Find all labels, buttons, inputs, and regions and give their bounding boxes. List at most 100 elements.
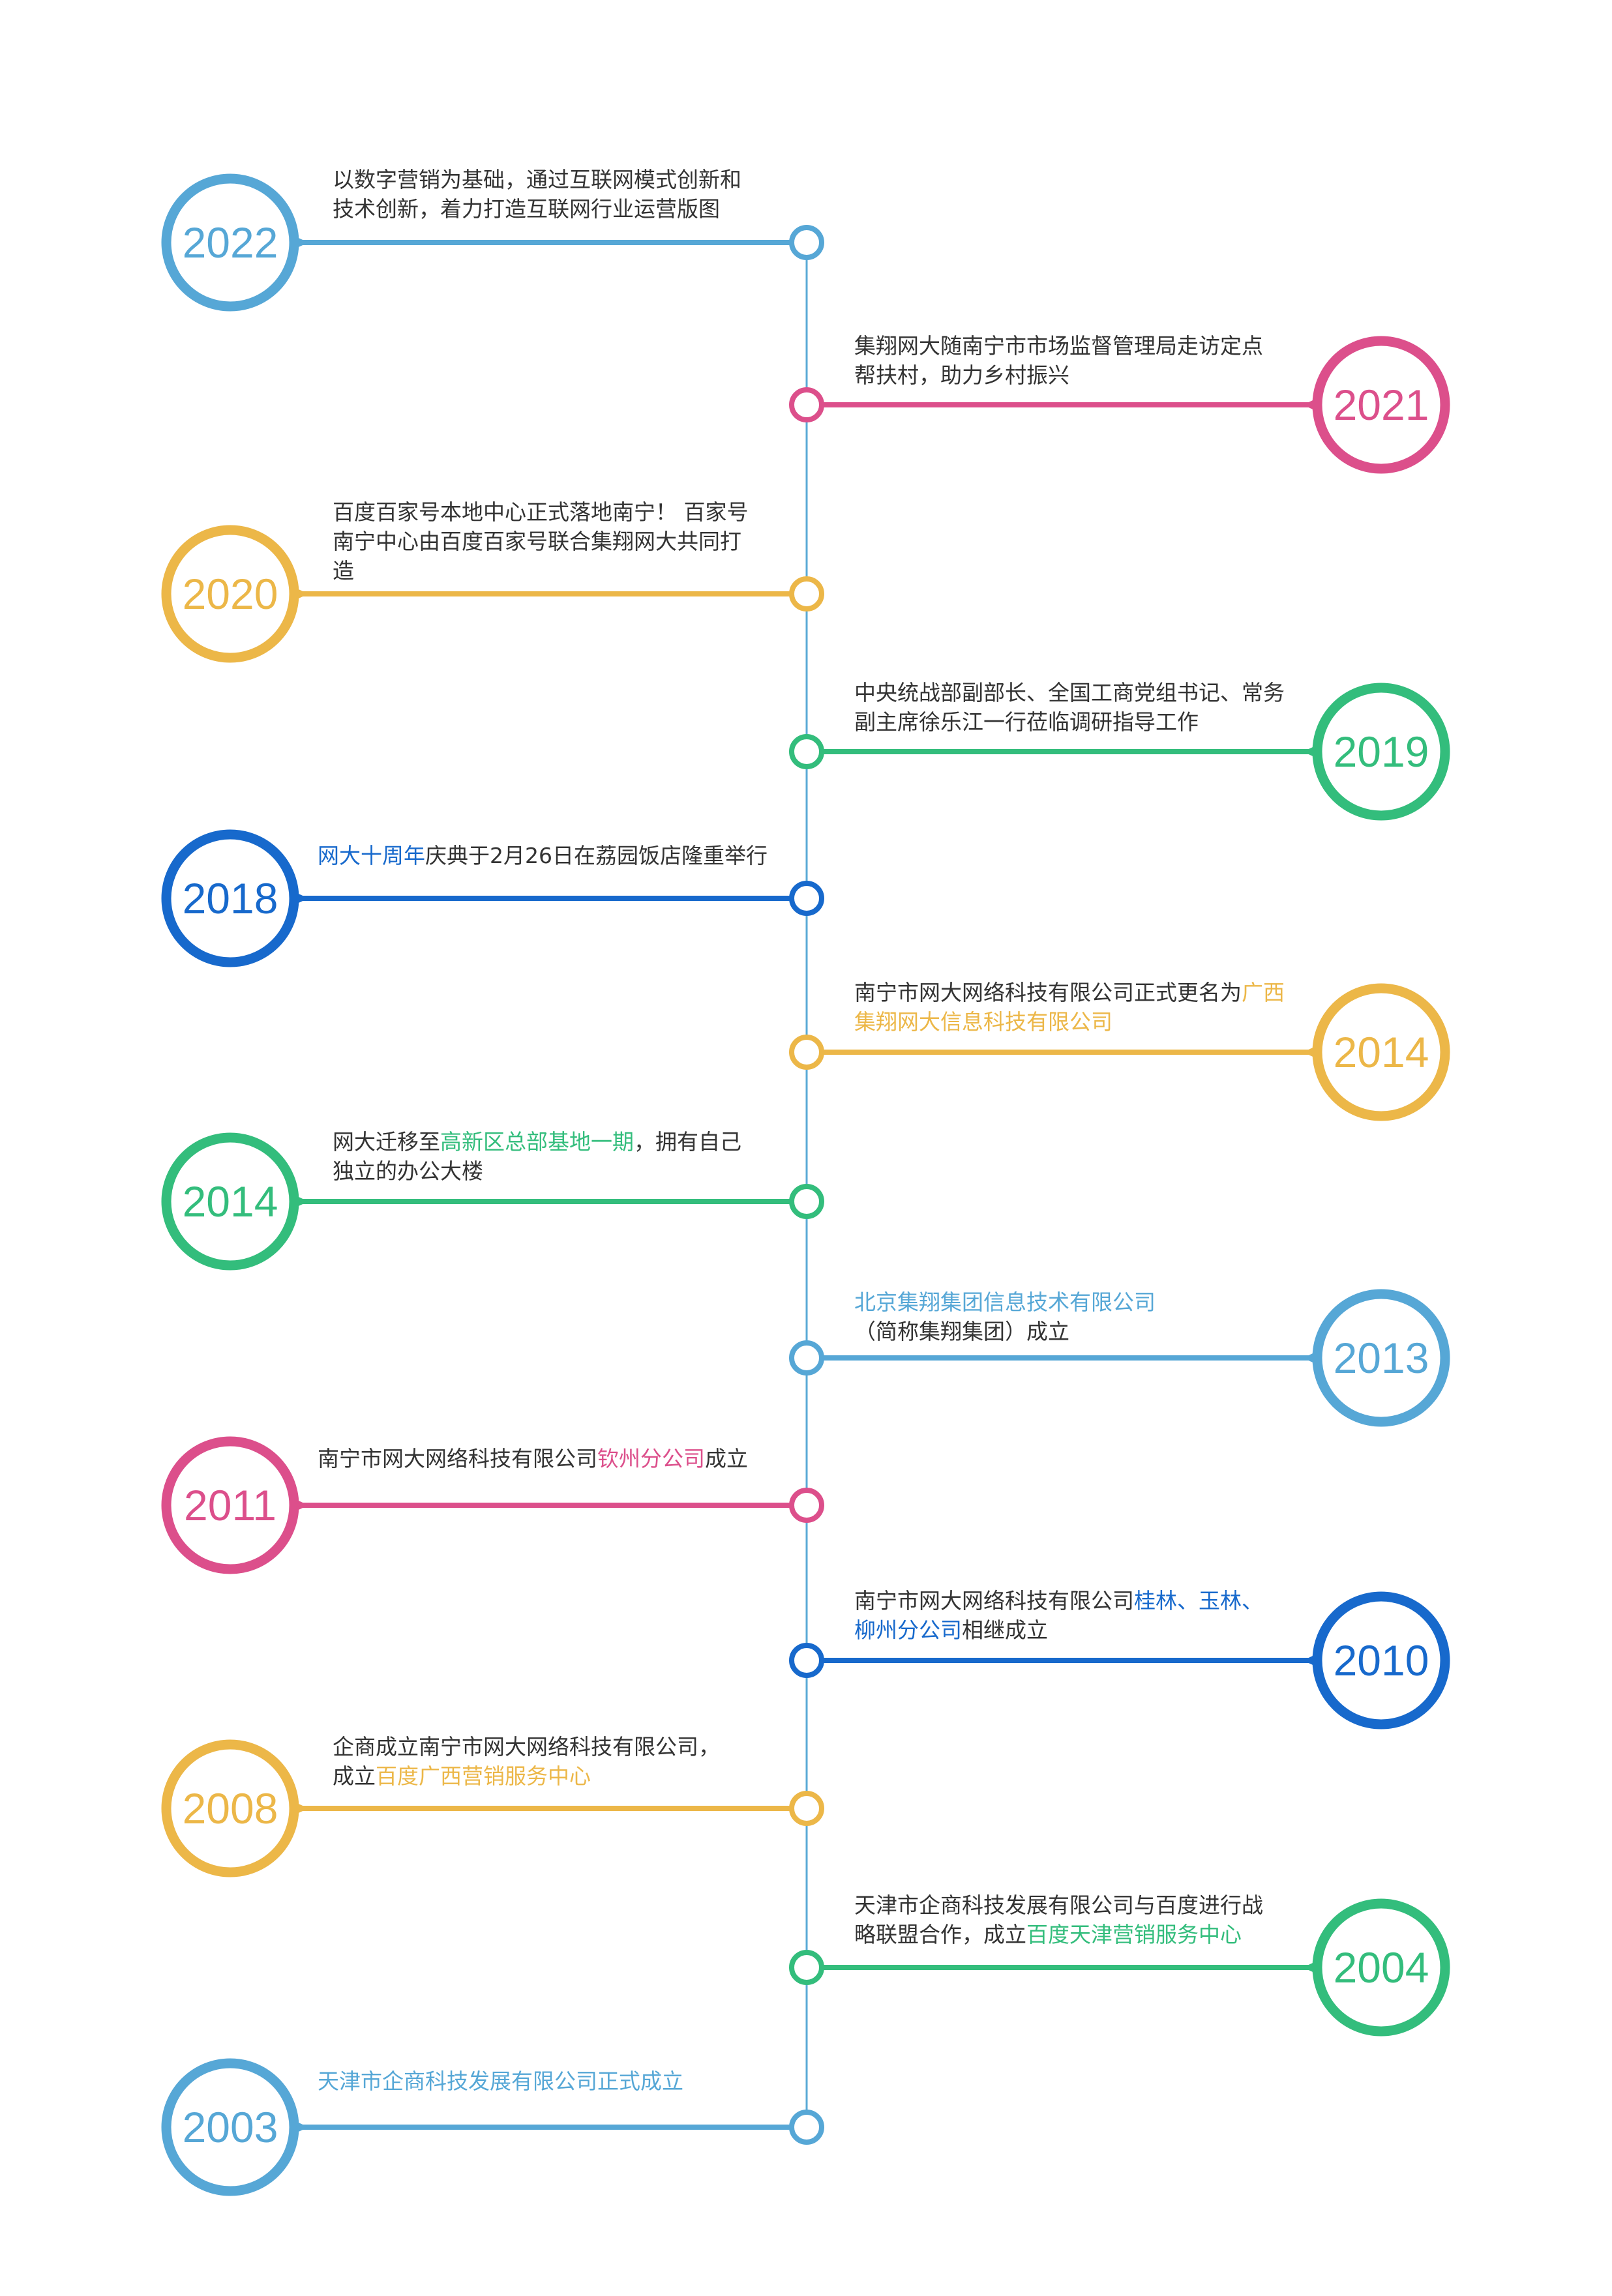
year-circle xyxy=(161,829,299,967)
description-text: 集翔网大随南宁市市场监督管理局走访定点 xyxy=(854,333,1263,359)
description-line: 天津市企商科技发展有限公司与百度进行战 xyxy=(854,1891,1263,1920)
timeline-event-2008-left: 2008 xyxy=(161,1739,824,1877)
highlighted-text: 天津市企商科技发展有限公司正式成立 xyxy=(318,2068,683,2094)
event-description-2021: 集翔网大随南宁市市场监督管理局走访定点帮扶村，助力乡村振兴 xyxy=(854,331,1263,390)
timeline-event-2022-left: 2022 xyxy=(161,173,824,312)
highlighted-text: 高新区总部基地一期 xyxy=(440,1129,634,1155)
description-text: 造 xyxy=(333,558,354,583)
description-text: 以数字营销为基础，通过互联网模式创新和 xyxy=(333,167,741,192)
timeline-events: 2022202120202019201820142014201320112010… xyxy=(161,173,1450,2196)
axis-node xyxy=(789,576,824,611)
year-label: 2019 xyxy=(1334,728,1429,776)
axis-node xyxy=(789,1791,824,1826)
axis-node xyxy=(789,2110,824,2145)
description-text: 南宁市网大网络科技有限公司正式更名为 xyxy=(854,980,1242,1005)
description-line: 网大迁移至高新区总部基地一期，拥有自己 xyxy=(333,1127,741,1156)
year-circle xyxy=(1312,336,1450,474)
description-line: 北京集翔集团信息技术有限公司 xyxy=(854,1288,1156,1317)
year-label: 2008 xyxy=(183,1784,278,1832)
description-line: 集翔网大随南宁市市场监督管理局走访定点 xyxy=(854,331,1263,361)
description-text: 天津市企商科技发展有限公司与百度进行战 xyxy=(854,1892,1263,1918)
description-text: 百度百家号本地中心正式落地南宁！ 百家号 xyxy=(333,499,749,525)
year-label: 2014 xyxy=(183,1177,278,1226)
year-circle xyxy=(161,1436,299,1574)
description-line: 天津市企商科技发展有限公司正式成立 xyxy=(318,2067,683,2096)
description-line: 南宁市网大网络科技有限公司桂林、玉林、 xyxy=(854,1586,1263,1615)
description-text: 企商成立南宁市网大网络科技有限公司， xyxy=(333,1734,720,1759)
description-text: （简称集翔集团）成立 xyxy=(854,1319,1069,1344)
year-circle xyxy=(1312,683,1450,821)
description-line: 集翔网大信息科技有限公司 xyxy=(854,1007,1285,1037)
event-description-2014: 南宁市网大网络科技有限公司正式更名为广西集翔网大信息科技有限公司 xyxy=(854,978,1285,1037)
timeline-event-2014-right: 2014 xyxy=(789,983,1450,1121)
description-text: 独立的办公大楼 xyxy=(333,1158,483,1184)
axis-node xyxy=(789,881,824,916)
timeline-event-2021-right: 2021 xyxy=(789,336,1450,474)
event-description-2019: 中央统战部副部长、全国工商党组书记、常务副主席徐乐江一行莅临调研指导工作 xyxy=(854,678,1285,737)
axis-node xyxy=(789,225,824,260)
year-circle xyxy=(161,173,299,312)
highlighted-text: 北京集翔集团信息技术有限公司 xyxy=(854,1289,1156,1315)
highlighted-text: 柳州分公司 xyxy=(854,1617,962,1643)
event-description-2008: 企商成立南宁市网大网络科技有限公司，成立百度广西营销服务中心 xyxy=(333,1732,720,1791)
axis-node xyxy=(789,734,824,769)
timeline-event-2019-right: 2019 xyxy=(789,683,1450,821)
event-description-2011: 南宁市网大网络科技有限公司钦州分公司成立 xyxy=(318,1444,748,1473)
description-line: 造 xyxy=(333,556,749,585)
year-label: 2020 xyxy=(183,570,278,618)
highlighted-text: 百度天津营销服务中心 xyxy=(1026,1922,1242,1947)
description-text: 中央统战部副部长、全国工商党组书记、常务 xyxy=(854,680,1285,705)
axis-node xyxy=(789,1488,824,1523)
year-label: 2018 xyxy=(183,874,278,922)
year-label: 2022 xyxy=(183,218,278,267)
description-line: 副主席徐乐江一行莅临调研指导工作 xyxy=(854,707,1285,737)
year-circle xyxy=(1312,1898,1450,2037)
event-description-2018: 网大十周年庆典于2月26日在荔园饭店隆重举行 xyxy=(318,841,768,870)
description-text: 庆典于2月26日在荔园饭店隆重举行 xyxy=(425,843,768,868)
timeline-event-2020-left: 2020 xyxy=(161,525,824,663)
event-description-2013: 北京集翔集团信息技术有限公司 （简称集翔集团）成立 xyxy=(854,1288,1156,1346)
description-line: 南宁市网大网络科技有限公司正式更名为广西 xyxy=(854,978,1285,1007)
description-line: 南宁市网大网络科技有限公司钦州分公司成立 xyxy=(318,1444,748,1473)
year-circle xyxy=(1312,1591,1450,1729)
description-text: 南宁市网大网络科技有限公司 xyxy=(854,1588,1134,1613)
year-circle xyxy=(1312,983,1450,1121)
axis-node xyxy=(789,1184,824,1219)
description-text: ，拥有自己 xyxy=(634,1129,741,1155)
event-description-2014: 网大迁移至高新区总部基地一期，拥有自己独立的办公大楼 xyxy=(333,1127,741,1186)
event-description-2004: 天津市企商科技发展有限公司与百度进行战略联盟合作，成立百度天津营销服务中心 xyxy=(854,1891,1263,1949)
description-text: 略联盟合作，成立 xyxy=(854,1922,1026,1947)
description-line: 成立百度广西营销服务中心 xyxy=(333,1761,720,1791)
description-line: 南宁中心由百度百家号联合集翔网大共同打 xyxy=(333,527,749,556)
year-label: 2014 xyxy=(1334,1028,1429,1076)
timeline-event-2004-right: 2004 xyxy=(789,1898,1450,2037)
description-line: （简称集翔集团）成立 xyxy=(854,1317,1156,1346)
description-line: 独立的办公大楼 xyxy=(333,1156,741,1186)
highlighted-text: 百度广西营销服务中心 xyxy=(376,1763,591,1789)
year-label: 2004 xyxy=(1334,1943,1429,1992)
year-label: 2013 xyxy=(1334,1334,1429,1382)
description-line: 以数字营销为基础，通过互联网模式创新和 xyxy=(333,165,741,194)
year-label: 2003 xyxy=(183,2103,278,2151)
event-description-2010: 南宁市网大网络科技有限公司桂林、玉林、柳州分公司相继成立 xyxy=(854,1586,1263,1645)
axis-node xyxy=(789,1340,824,1376)
description-line: 略联盟合作，成立百度天津营销服务中心 xyxy=(854,1920,1263,1949)
description-line: 中央统战部副部长、全国工商党组书记、常务 xyxy=(854,678,1285,707)
highlighted-text: 广西 xyxy=(1242,980,1285,1005)
timeline-event-2018-left: 2018 xyxy=(161,829,824,967)
timeline-event-2011-left: 2011 xyxy=(161,1436,824,1574)
description-text: 相继成立 xyxy=(962,1617,1048,1643)
description-text: 副主席徐乐江一行莅临调研指导工作 xyxy=(854,709,1199,735)
year-label: 2011 xyxy=(184,1481,276,1529)
event-description-2020: 百度百家号本地中心正式落地南宁！ 百家号南宁中心由百度百家号联合集翔网大共同打造 xyxy=(333,497,749,585)
description-text: 帮扶村，助力乡村振兴 xyxy=(854,362,1069,388)
axis-node xyxy=(789,1035,824,1070)
timeline-event-2013-right: 2013 xyxy=(789,1289,1450,1427)
description-text: 南宁市网大网络科技有限公司 xyxy=(318,1446,597,1471)
highlighted-text: 网大十周年 xyxy=(318,843,425,868)
description-text: 技术创新，着力打造互联网行业运营版图 xyxy=(333,196,720,222)
timeline-event-2014-left: 2014 xyxy=(161,1132,824,1271)
description-text: 网大迁移至 xyxy=(333,1129,440,1155)
description-line: 技术创新，着力打造互联网行业运营版图 xyxy=(333,194,741,224)
